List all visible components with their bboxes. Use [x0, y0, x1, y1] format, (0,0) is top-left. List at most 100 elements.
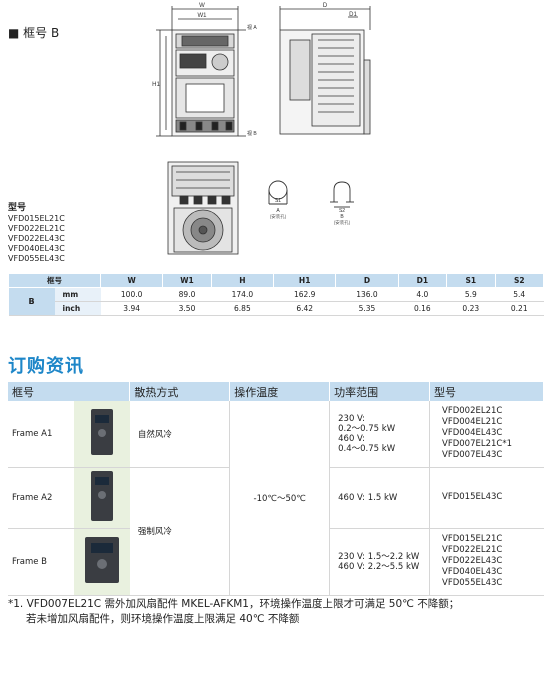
- label-a: A: [276, 208, 280, 214]
- side-view-drawing: [279, 6, 371, 135]
- label-b: B: [340, 214, 344, 220]
- table-row: Frame B 230 V: 1.5～2.2 kW 460 V: 2.2～5.5…: [8, 528, 544, 596]
- header-w1: W1: [162, 273, 212, 288]
- frame-cell: B: [8, 287, 55, 316]
- header-frame: 框号: [8, 382, 131, 401]
- value-cell: 89.0: [162, 287, 212, 302]
- model-item: VFD022EL43C: [442, 556, 503, 566]
- value-cell: 5.35: [335, 301, 399, 316]
- label-a-note: (安装孔): [270, 213, 287, 220]
- header-cooling: 散热方式: [129, 382, 231, 401]
- value-cell: 162.9: [273, 287, 336, 302]
- value-cell: 100.0: [100, 287, 163, 302]
- frame-name: Frame B: [8, 528, 74, 596]
- header-s2: S2: [494, 273, 544, 288]
- header-power: 功率范围: [329, 382, 430, 401]
- product-image: [73, 467, 130, 529]
- header-w: W: [99, 273, 164, 288]
- value-cell: 6.42: [273, 301, 336, 316]
- label-view-b: 视 B: [247, 130, 257, 137]
- operating-temperature: -10℃～50℃: [229, 401, 331, 596]
- model-item: VFD004EL43C: [442, 428, 503, 439]
- cooling-method: 强制风冷: [129, 467, 230, 596]
- power-line: 230 V:: [338, 413, 366, 424]
- header-model: 型号: [429, 382, 544, 401]
- value-cell: 3.50: [162, 301, 212, 316]
- model-item: VFD040EL43C: [442, 567, 503, 577]
- dimension-table: 框号 W W1 H H1 D D1 S1 S2 B mm 100.0 89.0 …: [8, 273, 544, 316]
- frame-name: Frame A1: [8, 401, 74, 468]
- drive-thumbnail-b: [84, 537, 119, 583]
- power-line: 460 V: 1.5 kW: [338, 492, 398, 503]
- drive-thumbnail-a1: [90, 409, 113, 456]
- model-item: VFD055EL43C: [8, 254, 65, 263]
- header-h: H: [210, 273, 275, 288]
- dimension-drawings: W W1 H1 视 A 视 B D D1: [152, 3, 371, 255]
- power-line: 0.2～0.75 kW: [338, 423, 396, 434]
- frame-name: Frame A2: [8, 467, 74, 529]
- table-row: B mm 100.0 89.0 174.0 162.9 136.0 4.0 5.…: [8, 287, 544, 316]
- value-cell: 6.85: [211, 301, 274, 316]
- value-cell: 136.0: [335, 287, 399, 302]
- label-b-note: (安装孔): [334, 219, 351, 226]
- drive-thumbnail-a2: [90, 471, 113, 521]
- model-list-cell: VFD002EL21C VFD004EL21C VFD004EL43C VFD0…: [429, 401, 544, 468]
- power-range: 460 V: 1.5 kW: [329, 467, 430, 529]
- footnote-line: *1. VFD007EL21C 需外加风扇配件 MKEL-AFKM1，环境操作温…: [8, 598, 460, 610]
- unit-cell: inch: [54, 301, 101, 316]
- value-cell: 5.9: [446, 287, 495, 302]
- model-item: VFD022EL43C: [8, 234, 65, 243]
- model-list-cell: VFD015EL43C: [429, 467, 544, 529]
- label-w: W: [199, 3, 205, 9]
- order-info-title: 订购资讯: [8, 356, 84, 377]
- value-cell: 174.0: [211, 287, 274, 302]
- header-temperature: 操作温度: [229, 382, 331, 401]
- table-row: inch 3.94 3.50 6.85 6.42 5.35 0.16 0.23 …: [9, 301, 544, 316]
- label-h: H1: [152, 82, 160, 88]
- footnote-line: 若未增加风扇配件，则环境操作温度上限满足 40℃ 不降额: [26, 613, 300, 625]
- bottom-view-drawing: [167, 161, 239, 255]
- model-list-cell: VFD015EL21C VFD022EL21C VFD022EL43C VFD0…: [429, 528, 544, 596]
- order-table-header: 框号 散热方式 操作温度 功率范围 型号: [8, 382, 544, 401]
- header-d: D: [335, 273, 399, 288]
- power-line: 0.4～0.75 kW: [338, 443, 396, 454]
- table-row: Frame A1 自然风冷 -10℃～50℃ 230 V: 0.2～0.75 k…: [8, 401, 544, 596]
- label-s2: S2: [339, 208, 345, 214]
- model-list-heading: 型号: [8, 203, 27, 213]
- model-item: VFD004EL21C: [442, 417, 503, 428]
- mounting-hole-a: [268, 180, 288, 205]
- front-view-drawing: [156, 6, 246, 137]
- power-line: 230 V: 1.5～2.2 kW: [338, 551, 420, 562]
- footnote: *1. VFD007EL21C 需外加风扇配件 MKEL-AFKM1，环境操作温…: [8, 597, 459, 627]
- cooling-method: 自然风冷: [129, 401, 230, 468]
- value-cell: 3.94: [100, 301, 163, 316]
- power-line: 460 V: 2.2～5.5 kW: [338, 561, 420, 572]
- label-s1: S1: [275, 198, 281, 204]
- table-row: Frame A2 强制风冷 460 V: 1.5 kW VFD015EL43C: [8, 467, 544, 596]
- power-range: 230 V: 0.2～0.75 kW 460 V: 0.4～0.75 kW: [329, 401, 430, 468]
- value-cell: 5.4: [495, 287, 544, 302]
- power-range: 230 V: 1.5～2.2 kW 460 V: 2.2～5.5 kW: [329, 528, 430, 596]
- model-item: VFD015EL21C: [442, 534, 503, 544]
- label-d1: D1: [349, 12, 357, 18]
- value-cell: 0.16: [398, 301, 447, 316]
- header-s1: S1: [446, 273, 496, 288]
- unit-cell: mm: [54, 287, 101, 302]
- frame-title: ■ 框号 B: [8, 26, 60, 40]
- header-d1: D1: [397, 273, 448, 288]
- model-item: VFD007EL43C: [442, 450, 503, 461]
- value-cell: 0.21: [495, 301, 544, 316]
- power-line: 460 V:: [338, 433, 366, 444]
- model-item: VFD002EL21C: [442, 406, 503, 417]
- model-item: VFD007EL21C*1: [442, 439, 512, 450]
- product-image: [73, 528, 130, 596]
- label-view-a: 视 A: [247, 24, 257, 31]
- dimension-table-header: 框号 W W1 H H1 D D1 S1 S2: [8, 273, 544, 288]
- label-d: D: [323, 3, 328, 9]
- model-item: VFD055EL43C: [442, 578, 503, 588]
- order-table: 框号 散热方式 操作温度 功率范围 型号 Frame A1 自然风冷 -10℃～…: [8, 382, 544, 596]
- model-item: VFD015EL43C: [442, 492, 503, 502]
- model-list: 型号 VFD015EL21C VFD022EL21C VFD022EL43C V…: [8, 203, 65, 264]
- model-item: VFD022EL21C: [8, 224, 65, 233]
- header-frame: 框号: [8, 273, 101, 288]
